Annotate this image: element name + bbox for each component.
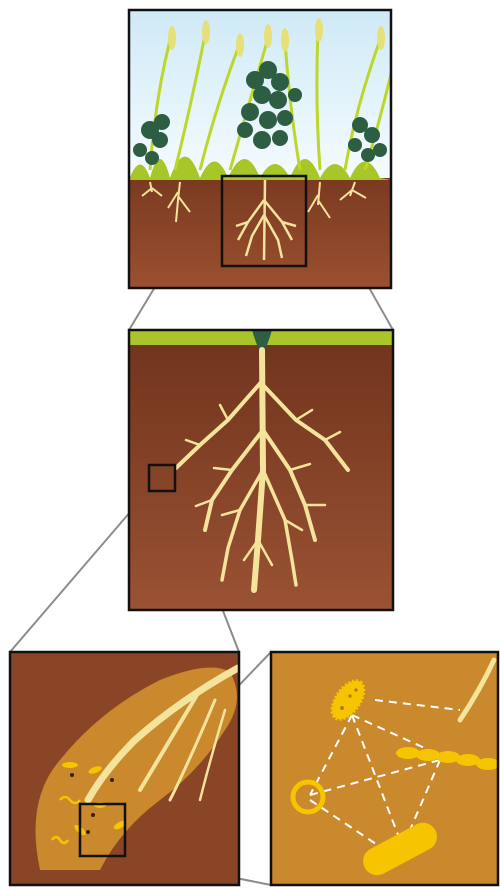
panel-root-system	[129, 330, 393, 610]
panel-rhizosphere	[10, 652, 239, 885]
soil-layer	[129, 178, 391, 288]
panel-microbial-network	[271, 652, 500, 885]
panel-field	[129, 10, 392, 288]
